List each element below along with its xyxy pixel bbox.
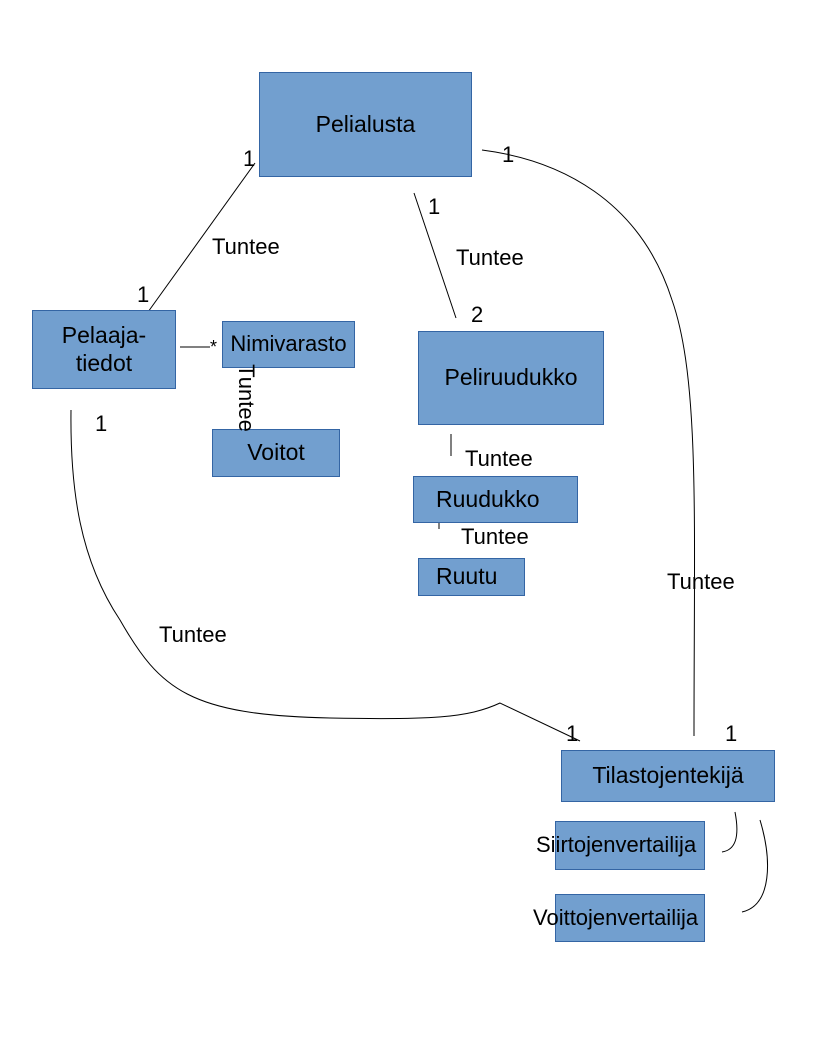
label-nimivarasto-voitot: Tuntee: [233, 364, 259, 432]
mult-tilastojentekija-to-pelaajatiedot: 1: [566, 721, 579, 746]
class-ruudukko: Ruudukko: [413, 476, 578, 523]
class-voitot-name: Voitot: [247, 439, 305, 466]
class-tilastojentekija-name: Tilastojentekijä: [592, 762, 744, 789]
class-nimivarasto-name: Nimivarasto: [230, 331, 347, 357]
class-pelialusta-name: Pelialusta: [315, 110, 416, 137]
line-pelialusta-peliruudukko: [413, 192, 457, 319]
class-pelialusta: Pelialusta: [259, 72, 472, 177]
label-pelialusta-pelaajatiedot: Tuntee: [212, 234, 280, 259]
mult-pelialusta-to-tilastojentekija: 1: [502, 142, 515, 167]
line-pelaajatiedot-tilastojentekija: [70, 409, 581, 742]
line-pelialusta-tilastojentekija: [481, 149, 696, 737]
class-siirtojenvertailija-name: Siirtojenvertailija: [536, 832, 697, 858]
class-voitot: Voitot: [212, 429, 340, 477]
label-pelialusta-tilastojentekija: Tuntee: [667, 569, 735, 594]
label-peliruudukko-ruudukko: Tuntee: [465, 446, 533, 471]
class-nimivarasto: Nimivarasto: [222, 321, 355, 368]
line-pelialusta-pelaajatiedot: [147, 162, 256, 313]
class-voittojenvertailija-name: Voittojenvertailija: [533, 904, 699, 930]
class-siirtojenvertailija: Siirtojenvertailija: [536, 821, 705, 870]
mult-nimivarasto-star: *: [210, 337, 218, 357]
class-pelaajatiedot: Pelaaja- tiedot: [32, 310, 176, 389]
mult-peliruudukko-to-pelialusta: 2: [471, 302, 484, 327]
class-ruudukko-name: Ruudukko: [436, 485, 540, 512]
label-ruudukko-ruutu: Tuntee: [461, 524, 529, 549]
mult-tilastojentekija-to-pelialusta: 1: [725, 721, 738, 746]
class-ruutu: Ruutu: [418, 558, 525, 596]
class-peliruudukko: Peliruudukko: [418, 331, 604, 425]
mult-pelaajatiedot-to-pelialusta: 1: [137, 282, 150, 307]
mult-pelialusta-to-pelaajatiedot: 1: [243, 146, 256, 171]
class-ruutu-name: Ruutu: [436, 563, 498, 590]
class-peliruudukko-name: Peliruudukko: [444, 364, 578, 391]
line-tilastojentekija-siirtojenvertailija: [721, 811, 738, 853]
label-pelialusta-peliruudukko: Tuntee: [456, 245, 524, 270]
class-voittojenvertailija: Voittojenvertailija: [533, 894, 705, 942]
class-tilastojentekija: Tilastojentekijä: [561, 750, 775, 802]
mult-pelialusta-to-peliruudukko: 1: [428, 194, 441, 219]
class-pelaajatiedot-name: Pelaaja- tiedot: [61, 321, 147, 376]
line-tilastojentekija-voittojenvertailija: [741, 819, 768, 913]
label-pelaajatiedot-tilastojentekija: Tuntee: [159, 622, 227, 647]
mult-pelaajatiedot-to-tilastojentekija: 1: [95, 411, 108, 436]
